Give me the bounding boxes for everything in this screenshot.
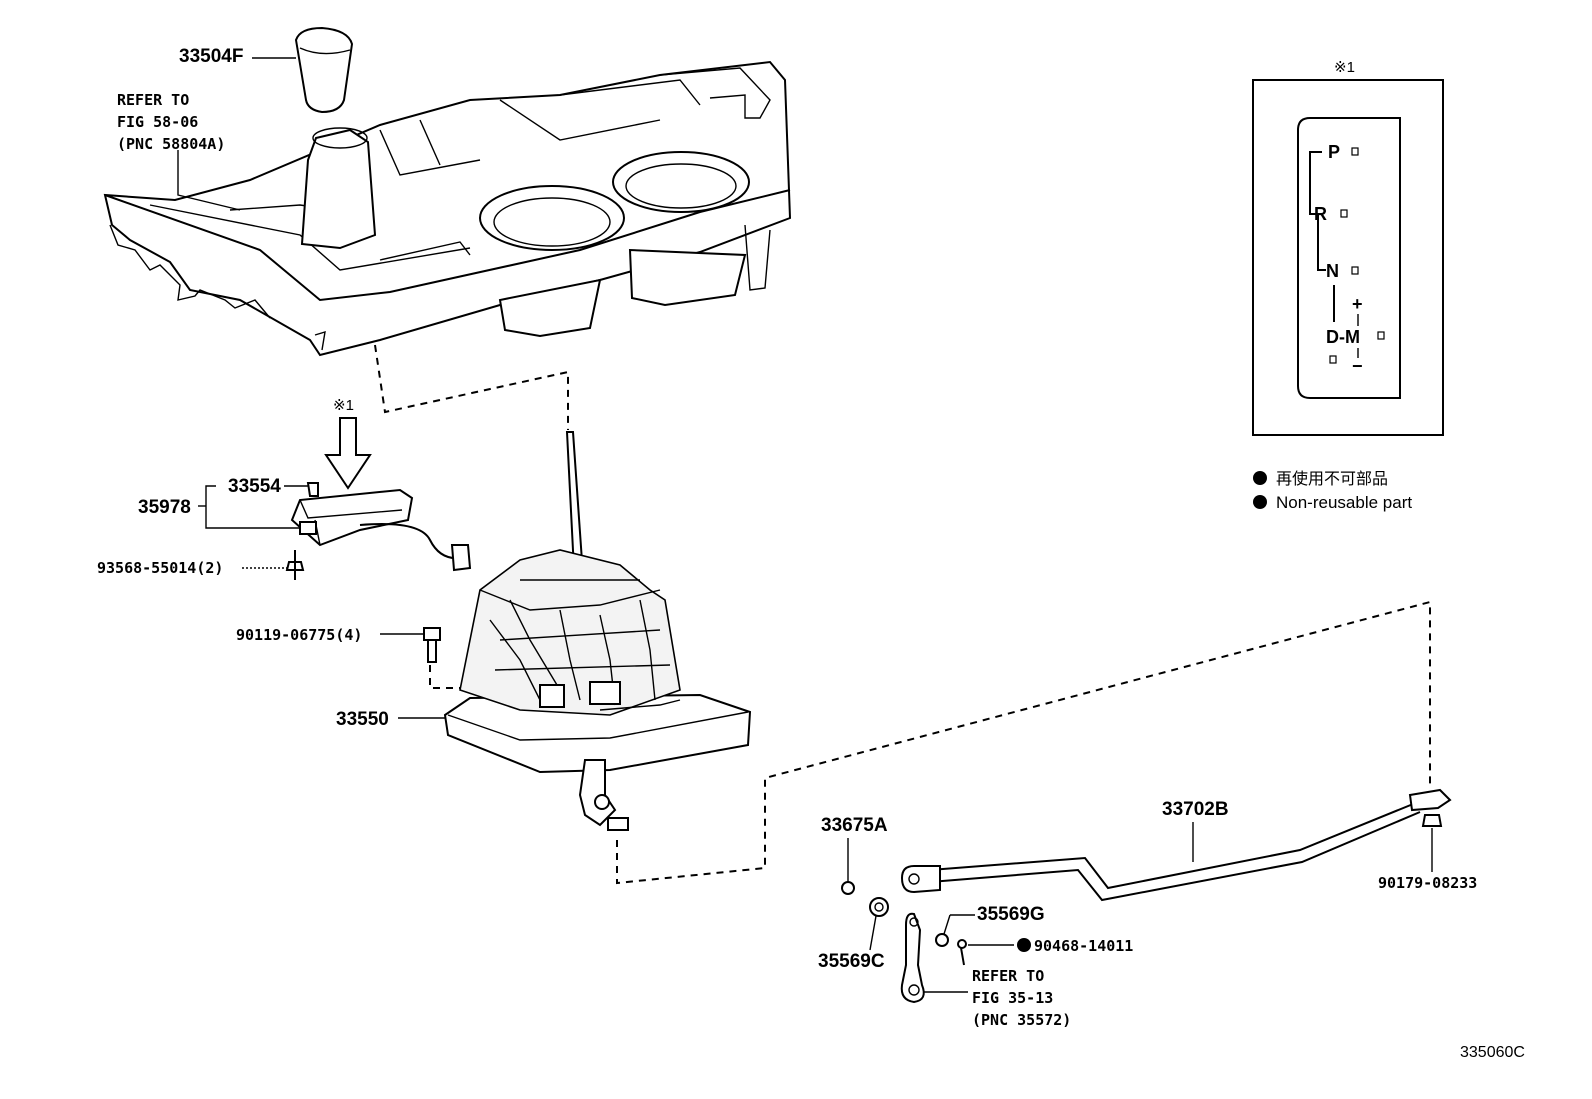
legend-jp: 再使用不可部品 — [1276, 470, 1388, 488]
down-arrow-drawing — [324, 417, 372, 490]
legend-dot-icon — [1253, 495, 1267, 509]
label-note-mark: ※1 — [333, 397, 354, 414]
label-knob: 33504F — [179, 46, 243, 67]
indicator-drawing — [290, 482, 472, 572]
legend-dot-icon — [1253, 471, 1267, 485]
legend-en: Non-reusable part — [1276, 493, 1412, 512]
label-washer-g: 35569G — [977, 904, 1045, 925]
label-rod: 33702B — [1162, 799, 1229, 820]
transmission-lever-drawing — [900, 912, 925, 1004]
inset-pos-p: P — [1328, 142, 1340, 162]
label-cover-ref-2: FIG 58-06 — [117, 113, 198, 131]
label-screw: 93568-55014(2) — [97, 559, 223, 577]
inset-title: ※1 — [1334, 59, 1355, 76]
label-lever-ref-1: REFER TO — [972, 967, 1044, 985]
label-washer-c: 35569C — [818, 951, 885, 972]
inset-pos-dm: D-M — [1326, 327, 1360, 347]
label-shift-lever-assy: 33550 — [336, 709, 389, 730]
shift-knob-drawing — [294, 26, 354, 114]
inset-pos-n: N — [1326, 261, 1339, 281]
label-indicator-housing: 33554 — [228, 476, 281, 497]
legend: 再使用不可部品 Non-reusable part — [1253, 470, 1412, 512]
control-rod-drawing — [900, 788, 1452, 902]
part-labels: 33504F REFER TO FIG 58-06 (PNC 58804A) ※… — [97, 46, 1477, 1029]
alignment-lines — [374, 344, 1431, 885]
inset-pos-r: R — [1314, 204, 1327, 224]
label-indicator-assy: 35978 — [138, 497, 191, 518]
label-cover-ref-3: (PNC 58804A) — [117, 135, 225, 153]
label-nut: 90179-08233 — [1378, 874, 1477, 892]
figure-id: 335060C — [1460, 1044, 1525, 1061]
label-bushing: 33675A — [821, 815, 888, 836]
label-lever-ref-3: (PNC 35572) — [972, 1011, 1071, 1029]
label-lever-ref-2: FIG 35-13 — [972, 989, 1053, 1007]
shift-lever-assembly-drawing — [443, 431, 752, 831]
console-panel-drawing — [103, 60, 792, 357]
leader-lines — [177, 57, 1433, 993]
label-clip: 90468-14011 — [1034, 937, 1133, 955]
non-reusable-dot-icon — [1017, 938, 1031, 952]
label-bolt: 90119-06775(4) — [236, 626, 362, 644]
inset-minus: − — [1352, 356, 1363, 376]
label-cover-ref-1: REFER TO — [117, 91, 189, 109]
shift-pattern-inset: ※1 P R N D-M + − — [1252, 59, 1444, 436]
fasteners-drawing — [285, 550, 1443, 966]
inset-plus: + — [1352, 294, 1363, 314]
